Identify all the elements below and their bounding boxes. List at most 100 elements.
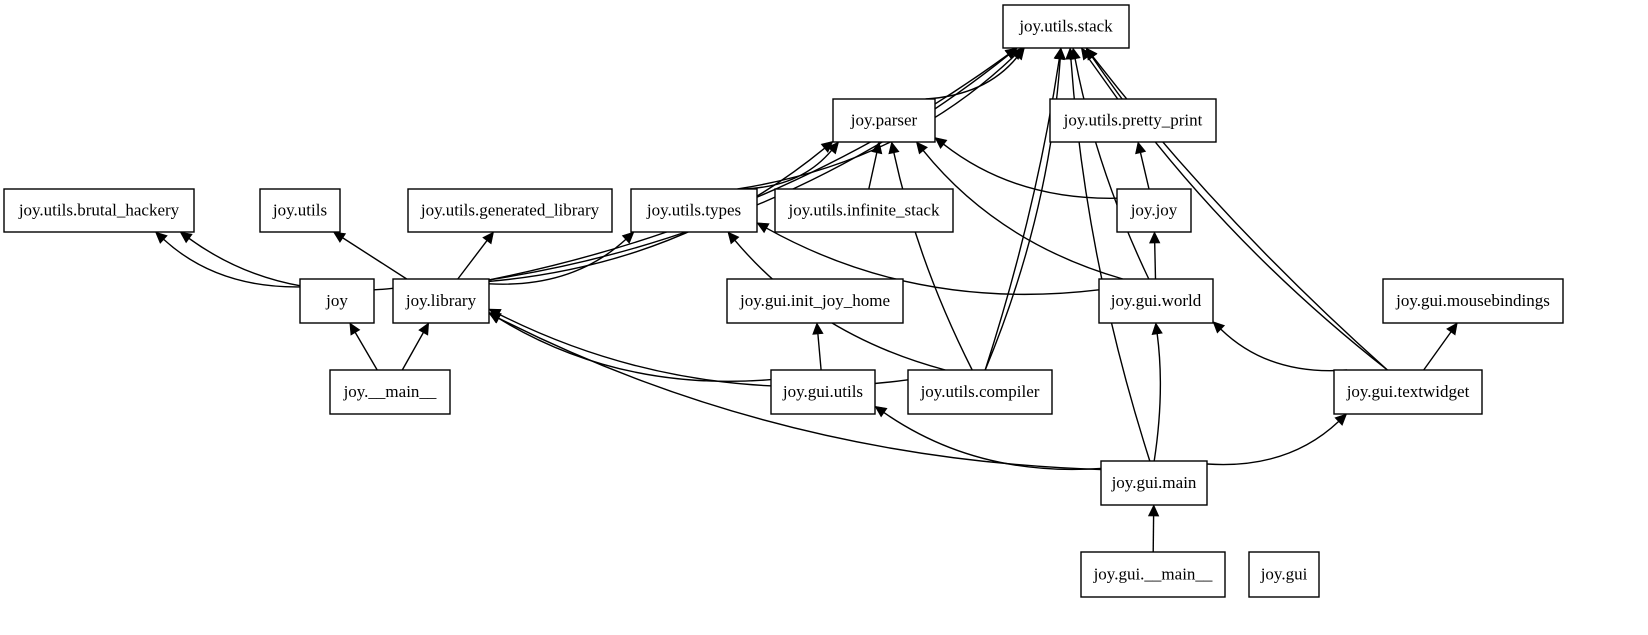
- nodes-layer: joy.utils.stack joy.parser joy.utils.prett…: [3, 4, 1564, 598]
- arrowhead-joy.utils.compiler-to-joy.utils.types: [727, 231, 740, 245]
- node-box-joy.gui.textwidget[interactable]: [1333, 369, 1483, 415]
- node-box-joy.parser[interactable]: [832, 98, 936, 143]
- arrowhead-joy.library-to-joy.utils: [332, 231, 347, 243]
- edge-joy.joy-to-joy.parser: [943, 143, 1118, 199]
- edge-joy.gui.world-to-joy.parser: [922, 150, 1123, 280]
- node-joy.joy[interactable]: joy.joy: [1116, 188, 1192, 233]
- node-joy.utils.compiler[interactable]: joy.utils.compiler: [907, 369, 1053, 415]
- edge-joy.library-to-joy.utils.stack: [488, 53, 1009, 281]
- node-box-joy.utils.compiler[interactable]: [907, 369, 1053, 415]
- arrowhead-joy.gui.textwidget-to-joy.gui.world: [1212, 321, 1226, 334]
- node-joy.gui.world[interactable]: joy.gui.world: [1098, 278, 1214, 324]
- arrowhead-joy.library-to-joy.utils.generated_library: [482, 231, 495, 245]
- edge-joy.utils.infinite_stack-to-joy.parser: [868, 152, 878, 190]
- edge-joy-to-joy.utils.brutal_hackery: [163, 238, 301, 288]
- arrowhead-joy.library-to-joy.parser: [820, 140, 834, 153]
- arrowhead-joy.joy-to-joy.utils.pretty_print: [1135, 141, 1147, 155]
- node-joy.gui.__main__[interactable]: joy.gui.__main__: [1080, 551, 1226, 598]
- arrowhead-joy.gui.main-to-joy.utils.stack: [1065, 47, 1077, 60]
- arrowhead-joy.utils.types-to-joy.parser: [827, 141, 840, 155]
- node-joy.utils.stack[interactable]: joy.utils.stack: [1002, 4, 1130, 49]
- edge-joy.gui.world-to-joy.joy: [1154, 242, 1157, 280]
- arrowhead-joy.gui.textwidget-to-joy.utils.stack: [1085, 47, 1098, 61]
- node-joy.utils.types[interactable]: joy.utils.types: [630, 188, 758, 233]
- edge-joy.library-to-joy.utils.types: [488, 238, 627, 285]
- arrowhead-joy.library-to-joy.utils.types: [621, 231, 635, 244]
- edge-joy.utils.pretty_print-to-joy.utils.stack: [1087, 56, 1119, 100]
- arrowhead-joy.gui.world-to-joy.utils.types: [756, 222, 770, 234]
- edge-joy.library-to-joy.parser: [488, 147, 825, 283]
- edge-joy.utils.compiler-to-joy.utils.stack: [984, 58, 1061, 371]
- edge-joy.utils.compiler-to-joy.parser: [893, 152, 973, 371]
- node-box-joy.utils.infinite_stack[interactable]: [774, 188, 954, 233]
- node-box-joy.utils.stack[interactable]: [1002, 4, 1130, 49]
- node-box-joy.utils.generated_library[interactable]: [407, 188, 613, 233]
- node-box-joy.gui.world[interactable]: [1098, 278, 1214, 324]
- edge-joy.gui.utils-to-joy.gui.init_joy_home: [817, 333, 822, 371]
- node-joy.utils.generated_library[interactable]: joy.utils.generated_library: [407, 188, 613, 233]
- node-joy.utils[interactable]: joy.utils: [259, 188, 341, 233]
- arrowhead-joy.utils.infinite_stack-to-joy.parser: [871, 141, 883, 155]
- edge-joy.library-to-joy.utils.generated_library: [457, 240, 488, 280]
- edge-joy.gui.main-to-joy.gui.textwidget: [1206, 420, 1340, 466]
- node-box-joy.utils[interactable]: [259, 188, 341, 233]
- arrowhead-joy.utils.compiler-to-joy.utils.stack: [1054, 47, 1066, 60]
- node-box-joy.utils.brutal_hackery[interactable]: [3, 188, 195, 233]
- arrowhead-joy.gui.textwidget-to-joy.gui.mousebindings: [1446, 322, 1458, 336]
- arrowhead-joy.__main__-to-joy.library: [418, 322, 430, 336]
- arrowhead-joy.gui.world-to-joy.joy: [1149, 231, 1161, 244]
- arrowhead-joy.gui.main-to-joy.gui.textwidget: [1334, 413, 1348, 426]
- node-joy.parser[interactable]: joy.parser: [832, 98, 936, 143]
- edge-joy.__main__-to-joy.library: [401, 332, 424, 371]
- node-joy.gui.textwidget[interactable]: joy.gui.textwidget: [1333, 369, 1483, 415]
- node-box-joy.gui.init_joy_home[interactable]: [726, 278, 904, 324]
- node-box-joy.gui.utils[interactable]: [770, 369, 876, 415]
- edge-joy.gui.textwidget-to-joy.gui.world: [1220, 328, 1348, 372]
- node-joy.utils.infinite_stack[interactable]: joy.utils.infinite_stack: [774, 188, 954, 233]
- node-joy.utils.pretty_print[interactable]: joy.utils.pretty_print: [1049, 98, 1217, 143]
- arrowhead-joy.gui.__main__-to-joy.gui.main: [1147, 504, 1160, 517]
- node-joy.gui[interactable]: joy.gui: [1248, 551, 1320, 598]
- arrowhead-joy.utils.types-to-joy.utils.stack: [1010, 47, 1024, 60]
- node-joy.utils.brutal_hackery[interactable]: joy.utils.brutal_hackery: [3, 188, 195, 233]
- edge-joy.joy-to-joy.utils.pretty_print: [1139, 152, 1150, 190]
- arrowhead-joy.gui.main-to-joy.gui.utils: [874, 405, 888, 418]
- arrowhead-joy.gui.utils-to-joy.gui.init_joy_home: [812, 322, 824, 335]
- node-box-joy.__main__[interactable]: [329, 369, 451, 415]
- edge-joy.gui.main-to-joy.gui.world: [1153, 333, 1162, 462]
- node-joy.gui.main[interactable]: joy.gui.main: [1100, 460, 1208, 506]
- arrowhead-joy-to-joy.utils.brutal_hackery: [154, 231, 168, 244]
- node-joy.library[interactable]: joy.library: [392, 278, 490, 324]
- node-joy[interactable]: joy: [299, 278, 375, 324]
- edge-joy.library-to-joy.utils.stack: [488, 54, 1009, 281]
- node-box-joy.gui.main[interactable]: [1100, 460, 1208, 506]
- arrowhead-joy.library-to-joy.utils.brutal_hackery: [179, 231, 193, 244]
- node-joy.gui.utils[interactable]: joy.gui.utils: [770, 369, 876, 415]
- edge-joy.gui.world-to-joy.utils.stack: [1074, 58, 1150, 280]
- edge-joy.gui.textwidget-to-joy.gui.mousebindings: [1423, 331, 1452, 371]
- node-box-joy[interactable]: [299, 278, 375, 324]
- node-box-joy.gui[interactable]: [1248, 551, 1320, 598]
- node-box-joy.gui.__main__[interactable]: [1080, 551, 1226, 598]
- edge-joy.gui.utils-to-joy.library: [498, 317, 772, 383]
- node-joy.gui.init_joy_home[interactable]: joy.gui.init_joy_home: [726, 278, 904, 324]
- edge-joy.library-to-joy.utils: [342, 237, 408, 280]
- node-box-joy.joy[interactable]: [1116, 188, 1192, 233]
- node-joy.gui.mousebindings[interactable]: joy.gui.mousebindings: [1382, 278, 1564, 324]
- edge-joy.__main__-to-joy: [354, 332, 378, 371]
- arrowhead-joy.joy-to-joy.parser: [934, 137, 948, 149]
- arrowhead-joy.__main__-to-joy: [349, 322, 361, 336]
- arrowhead-joy.gui.world-to-joy.parser: [915, 141, 928, 155]
- node-box-joy.gui.mousebindings[interactable]: [1382, 278, 1564, 324]
- node-joy.__main__[interactable]: joy.__main__: [329, 369, 451, 415]
- arrowhead-joy.utils.compiler-to-joy.parser: [888, 141, 900, 155]
- node-box-joy.utils.types[interactable]: [630, 188, 758, 233]
- edge-joy.gui.world-to-joy.utils.types: [766, 227, 1100, 296]
- edge-joy.utils.compiler-to-joy.utils.stack: [984, 58, 1060, 371]
- node-box-joy.library[interactable]: [392, 278, 490, 324]
- edge-joy.gui.main-to-joy.gui.utils: [883, 412, 1102, 471]
- node-box-joy.utils.pretty_print[interactable]: [1049, 98, 1217, 143]
- arrowhead-joy.gui.main-to-joy.library: [488, 312, 502, 324]
